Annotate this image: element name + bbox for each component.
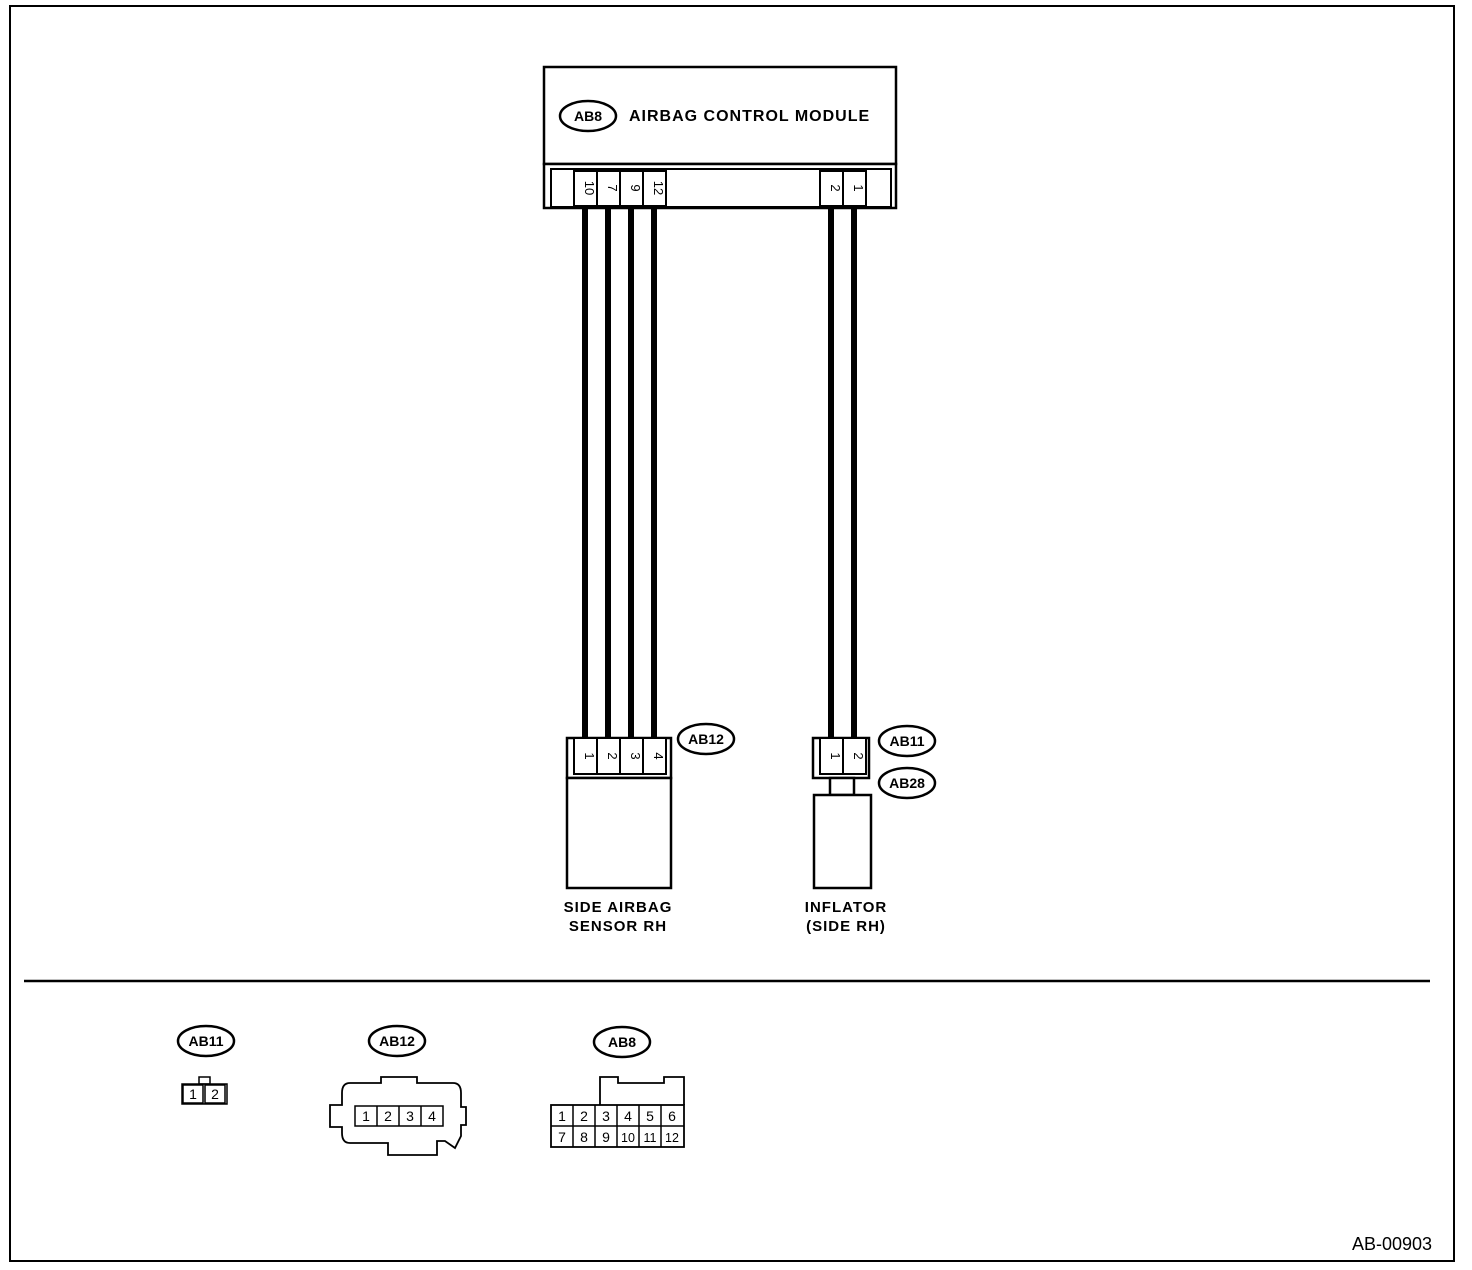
sensor-tag-text: AB12	[688, 731, 724, 747]
legend-pin-label: 1	[189, 1086, 197, 1102]
legend-pin-label: 9	[602, 1129, 610, 1145]
sensor-pin-label: 4	[651, 752, 666, 759]
inflator-label-line2: (SIDE RH)	[806, 918, 886, 935]
legend-ab12-tag-text: AB12	[379, 1033, 415, 1049]
module-connector-tag	[558, 99, 618, 133]
side-airbag-sensor-rh: 1 2 3 4 AB12 SIDE AIRBAG SENSOR RH	[564, 722, 736, 935]
legend-pin-cell	[204, 1084, 226, 1104]
legend-pin-label: 11	[644, 1131, 657, 1145]
legend-pin-label: 12	[665, 1131, 679, 1145]
inflator-tag-text: AB11	[889, 733, 924, 749]
sensor-label-line2: SENSOR RH	[569, 918, 667, 935]
legend-ab8: AB8 1 2 3 4 5 6 7 8 9 10 11 12	[550, 1025, 685, 1148]
legend-pin-label: 1	[362, 1108, 370, 1124]
wire-harness	[582, 207, 857, 738]
legend-pin-label: 8	[580, 1129, 588, 1145]
legend-pin-label: 2	[580, 1108, 588, 1124]
legend-ab8-tag	[592, 1025, 652, 1059]
legend-pin-label: 1	[558, 1108, 566, 1124]
airbag-control-module: AB8 AIRBAG CONTROL MODULE 10 7 9 12 2 1	[542, 65, 898, 210]
module-pin-label: 10	[582, 181, 597, 195]
sensor-pin-label: 3	[628, 752, 643, 759]
legend-pin-label: 7	[558, 1129, 566, 1145]
sensor-label-line1: SIDE AIRBAG	[564, 899, 673, 916]
legend-pin-label: 6	[668, 1108, 676, 1124]
inflator-sub-tag	[877, 766, 937, 800]
sensor-pin-label: 2	[605, 752, 620, 759]
sensor-pin-label: 1	[582, 752, 597, 759]
legend-pin-cell	[182, 1084, 204, 1104]
legend-pin-label: 4	[624, 1108, 632, 1124]
inflator-connector-tag	[877, 724, 937, 758]
module-tag-text: AB8	[574, 108, 602, 124]
legend-ab12-tag	[367, 1024, 427, 1058]
sensor-body	[565, 776, 673, 890]
inflator-pin-cell	[842, 737, 867, 775]
legend-ab11-key	[198, 1076, 211, 1085]
sensor-connector-tag	[676, 722, 736, 756]
module-title: AIRBAG CONTROL MODULE	[629, 108, 870, 125]
legend-ab8-hood	[599, 1076, 685, 1105]
legend-pin-label: 10	[621, 1131, 635, 1145]
legend-ab12: AB12 1 2 3 4	[329, 1024, 467, 1156]
inflator-sub-tag-text: AB28	[889, 775, 925, 791]
inflator-pin-label: 2	[851, 752, 866, 759]
legend-pin-label: 2	[211, 1086, 219, 1102]
module-pin-cell	[642, 170, 667, 207]
legend-ab8-tag-text: AB8	[608, 1034, 636, 1050]
module-pin-cell	[842, 170, 867, 207]
legend-pin-label: 4	[428, 1108, 436, 1124]
inflator-side-rh: 1 2 AB11 AB28 INFLATOR (SIDE RH)	[805, 724, 937, 935]
figure-id: AB-00903	[1352, 1234, 1432, 1254]
module-pin-label: 7	[605, 184, 620, 191]
module-pin-label: 2	[828, 184, 843, 191]
module-pin-label: 1	[851, 184, 866, 191]
inflator-body	[812, 793, 873, 890]
legend-pin-label: 2	[384, 1108, 392, 1124]
diagram-frame	[9, 5, 1455, 1262]
module-pin-label: 12	[651, 181, 666, 195]
legend-pin-label: 3	[602, 1108, 610, 1124]
inflator-pin-label: 1	[828, 752, 843, 759]
legend-pin-label: 3	[406, 1108, 414, 1124]
legend-pin-label: 5	[646, 1108, 654, 1124]
legend-ab11-tag-text: AB11	[188, 1033, 223, 1049]
legend-ab11: AB11 1 2	[176, 1024, 236, 1105]
sensor-pin-cell	[642, 737, 667, 775]
legend-ab11-tag	[176, 1024, 236, 1058]
inflator-label-line1: INFLATOR	[805, 899, 887, 916]
inflator-neck	[828, 776, 856, 797]
module-pin-label: 9	[628, 184, 643, 191]
